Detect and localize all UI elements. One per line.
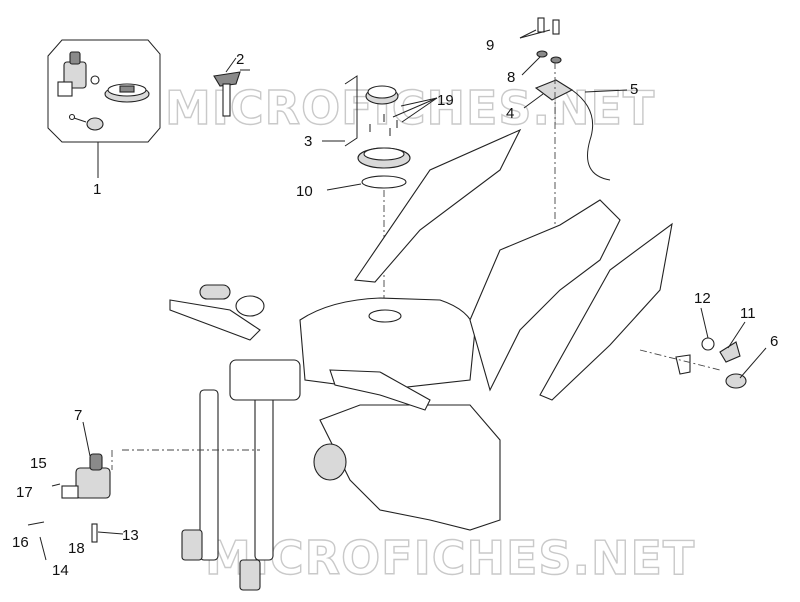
- ignition-lock-part: [57, 51, 100, 97]
- fuel-cap-group: [344, 75, 438, 310]
- frame-assembly: [299, 128, 673, 531]
- watermark-bottom: MICROFICHES.NET: [205, 531, 695, 585]
- callout-17: 17: [16, 484, 33, 501]
- callout-15: 15: [30, 455, 47, 472]
- callout-7: 7: [74, 407, 82, 424]
- callout-4: 4: [506, 105, 514, 122]
- side-lock-group: [27, 450, 113, 561]
- callout-5: 5: [630, 81, 638, 98]
- watermark-top: MICROFICHES.NET: [165, 81, 655, 135]
- small-lock-barrel-part: [68, 113, 104, 131]
- callout-10: 10: [296, 183, 313, 200]
- lock-set-group: [47, 39, 161, 178]
- callout-2: 2: [236, 51, 244, 68]
- callout-16: 16: [12, 534, 29, 551]
- callout-labels: 1 2 3 4 5 6 7 8 9 10 11 12 13 14 15 16 1…: [12, 37, 778, 579]
- callout-1: 1: [93, 181, 101, 198]
- seat-lock-group: [519, 17, 611, 240]
- key-part: [213, 57, 241, 117]
- side-cover-parts-group: [639, 337, 747, 389]
- callout-18: 18: [68, 540, 85, 557]
- leader-lines: [82, 56, 767, 535]
- callout-13: 13: [122, 527, 139, 544]
- callout-9: 9: [486, 37, 494, 54]
- callout-8: 8: [507, 69, 515, 86]
- callout-14: 14: [52, 562, 69, 579]
- callout-19: 19: [437, 92, 454, 109]
- callout-11: 11: [740, 305, 756, 322]
- fuel-cap-lock-part: [104, 83, 150, 103]
- callout-6: 6: [770, 333, 778, 350]
- callout-3: 3: [304, 133, 312, 150]
- front-fork-assembly: [122, 284, 431, 591]
- callout-12: 12: [694, 290, 711, 307]
